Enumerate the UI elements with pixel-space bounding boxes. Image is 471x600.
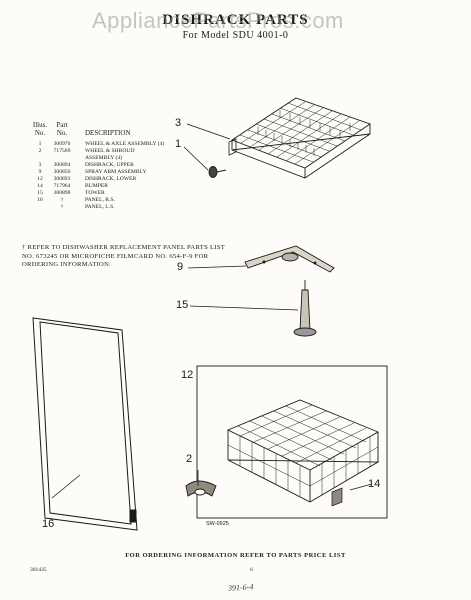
parts-cell-part: † (60, 204, 64, 210)
parts-cell-illus: 3 (38, 162, 42, 168)
col-illus-line2: No. (34, 129, 46, 137)
col-illus-line1: Illus. (32, 121, 48, 129)
callout-12: 12 (181, 369, 194, 381)
parts-cell-desc: WHEEL & SHROUD (85, 148, 135, 154)
callout-15: 15 (176, 299, 189, 311)
col-part-header: Part No. (53, 121, 71, 137)
parts-cell-illus: 2 (38, 148, 42, 154)
parts-row: 1 300970 WHEEL & AXLE ASSEMBLY (4) (30, 141, 190, 148)
col-part-line2: No. (56, 129, 68, 137)
upper-dishrack (228, 97, 371, 179)
side-panel (32, 317, 138, 531)
col-desc-header: DESCRIPTION (85, 129, 131, 137)
callout-9: 9 (177, 261, 184, 273)
handwritten-note: 391-6-4 (227, 582, 254, 593)
parts-cell-part: 300894 (53, 162, 71, 168)
page-number: 6 (250, 567, 253, 573)
col-part-line1: Part (56, 121, 68, 129)
page-title: DISHRACK PARTS (162, 12, 309, 28)
page-subtitle: For Model SDU 4001-0 (182, 30, 289, 41)
parts-cell-desc: BUMPER (85, 183, 109, 189)
leader-lines (51, 123, 373, 499)
callout-14: 14 (368, 478, 381, 490)
parts-cell-part: 300856 (53, 169, 71, 175)
parts-cell-desc: WHEEL & AXLE ASSEMBLY (4) (85, 141, 165, 147)
parts-cell-desc: DISHRACK, LOWER (85, 176, 137, 182)
parts-row: 15 300898 TOWER (30, 190, 190, 197)
parts-cell-illus: 9 (38, 169, 42, 175)
parts-row: ASSEMBLY (4) (30, 155, 190, 162)
watermark: AppliancePartsPros.com (92, 8, 344, 33)
parts-cell-desc: PANEL, R.S. (85, 197, 115, 203)
parts-cell-desc: TOWER (85, 190, 105, 196)
parts-cell-desc: PANEL, L.S. (85, 204, 115, 210)
lower-dishrack (226, 399, 380, 507)
parts-row: 16 † PANEL, R.S. (30, 197, 190, 204)
col-illus-header: Illus. No. (30, 121, 50, 137)
parts-cell-part: 300893 (53, 176, 71, 182)
callout-1: 1 (175, 138, 182, 150)
drawing-code: SW-0925 (206, 521, 229, 527)
parts-row: 3 300894 DISHRACK, UPPER (30, 162, 190, 169)
parts-cell-illus: 14 (37, 183, 43, 189)
parts-cell-desc: ASSEMBLY (4) (85, 155, 122, 161)
wheel-shroud (185, 480, 217, 497)
parts-row: † PANEL, L.S. (30, 204, 190, 211)
spray-arm (244, 245, 335, 273)
lower-rack-frame (196, 365, 388, 519)
parts-cell-part: 717569 (53, 148, 71, 154)
tower (293, 280, 317, 337)
parts-row: 9 300856 SPRAY ARM ASSEMBLY (30, 169, 190, 176)
callout-16: 16 (42, 518, 55, 530)
parts-cell-part: 717964 (53, 183, 71, 189)
parts-cell-part: 300898 (53, 190, 71, 196)
panel-note: † REFER TO DISHWASHER REPLACEMENT PANEL … (22, 244, 225, 269)
parts-row: 12 300893 DISHRACK, LOWER (30, 176, 190, 183)
parts-cell-illus: 15 (37, 190, 43, 196)
parts-cell-illus: 16 (37, 197, 43, 203)
parts-cell-illus: 12 (37, 176, 43, 182)
callout-3: 3 (175, 117, 182, 129)
parts-row: 14 717964 BUMPER (30, 183, 190, 190)
parts-cell-desc: DISHRACK, UPPER (85, 162, 134, 168)
parts-cell-illus: 1 (38, 141, 42, 147)
wheel-axle (208, 166, 227, 178)
callout-2: 2 (186, 453, 193, 465)
parts-row: 2 717569 WHEEL & SHROUD (30, 148, 190, 155)
parts-cell-desc: SPRAY ARM ASSEMBLY (85, 169, 147, 175)
parts-cell-part: 300970 (53, 141, 71, 147)
parts-cell-part: † (60, 197, 64, 203)
parts-rows: 1 300970 WHEEL & AXLE ASSEMBLY (4) 2 717569 W… (30, 141, 190, 211)
doc-number: 301435 (30, 567, 47, 573)
footer-note: FOR ORDERING INFORMATION REFER TO PARTS … (125, 552, 346, 559)
